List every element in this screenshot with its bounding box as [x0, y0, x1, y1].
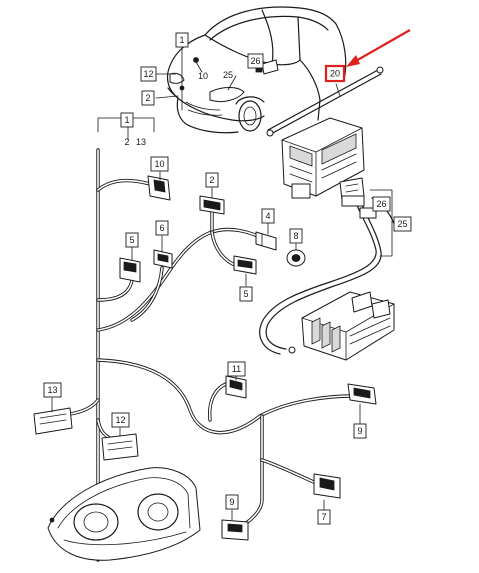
svg-text:10: 10 — [154, 159, 164, 169]
callout-connector-13: 13 — [43, 382, 62, 398]
svg-text:13: 13 — [136, 137, 146, 147]
svg-text:8: 8 — [293, 231, 298, 241]
callout-connector-5-mid: 5 — [239, 286, 253, 302]
svg-text:11: 11 — [232, 364, 241, 374]
svg-text:5: 5 — [243, 289, 248, 299]
connector-12-part — [101, 433, 139, 461]
svg-text:10: 10 — [198, 71, 208, 81]
callout-connector-12: 12 — [111, 412, 130, 428]
callout-connector-2: 2 — [205, 172, 219, 188]
callout-connector-10: 10 — [150, 156, 169, 172]
svg-text:25: 25 — [397, 219, 407, 229]
fuse-box-upper — [281, 117, 365, 201]
connector-2-part — [199, 195, 225, 215]
headlight-assembly — [47, 467, 201, 561]
callout-connector-9-bottom: 9 — [225, 494, 239, 510]
callout-car-2: 2 — [141, 90, 155, 106]
svg-text:5: 5 — [129, 235, 134, 245]
svg-text:2: 2 — [209, 175, 214, 185]
callout-car-1: 1 — [175, 32, 189, 48]
svg-text:1: 1 — [179, 35, 184, 45]
svg-text:7: 7 — [321, 512, 326, 522]
svg-text:26: 26 — [376, 199, 386, 209]
callout-connector-11: 11 — [227, 361, 246, 377]
callout-connector-5-left: 5 — [125, 232, 139, 248]
fuse-carrier-rod-20 — [266, 66, 384, 137]
callout-fusebox-26: 26 — [372, 196, 391, 212]
connector-9-bottom-part — [221, 519, 249, 541]
fuse-box-lower — [301, 291, 395, 361]
callout-car-25: 25 — [223, 70, 233, 80]
callout-group-1: 1 — [120, 112, 134, 128]
callout-connector-9-right: 9 — [353, 423, 367, 439]
highlight-arrow — [346, 29, 411, 67]
fusebox-cable — [259, 195, 397, 355]
callout-connector-4: 4 — [261, 208, 275, 224]
callout-connector-8: 8 — [289, 228, 303, 244]
svg-text:1: 1 — [124, 115, 129, 125]
connector-8-part — [286, 249, 306, 267]
callout-group-2-13: 2 13 — [124, 137, 146, 147]
svg-text:4: 4 — [265, 211, 270, 221]
callout-connector-7: 7 — [317, 509, 331, 525]
connector-5-mid-part — [233, 255, 257, 275]
connector-5-left-part — [119, 257, 141, 283]
svg-text:13: 13 — [47, 385, 57, 395]
svg-text:12: 12 — [143, 69, 153, 79]
connector-9-right-part — [347, 383, 377, 405]
connector-10-part — [147, 175, 171, 201]
callout-car-12: 12 — [140, 66, 157, 82]
svg-text:6: 6 — [159, 223, 164, 233]
svg-text:12: 12 — [115, 415, 125, 425]
connector-4-part — [255, 231, 277, 251]
svg-text:26: 26 — [250, 56, 260, 66]
connector-13-part — [33, 407, 73, 435]
callout-connector-6: 6 — [155, 220, 169, 236]
svg-text:9: 9 — [229, 497, 234, 507]
connector-7-part — [313, 473, 341, 499]
connector-11-part — [225, 375, 247, 399]
svg-text:20: 20 — [330, 69, 340, 79]
svg-text:9: 9 — [357, 426, 362, 436]
svg-text:2: 2 — [145, 93, 150, 103]
svg-text:2: 2 — [124, 137, 129, 147]
callout-fusebox-25: 25 — [393, 216, 412, 232]
callout-car-26: 26 — [247, 53, 264, 69]
car-illustration — [166, 6, 347, 134]
callout-car-10: 10 — [198, 71, 208, 81]
svg-text:25: 25 — [223, 70, 233, 80]
callout-highlight-20: 20 — [324, 64, 346, 83]
connector-6-part — [153, 249, 173, 269]
